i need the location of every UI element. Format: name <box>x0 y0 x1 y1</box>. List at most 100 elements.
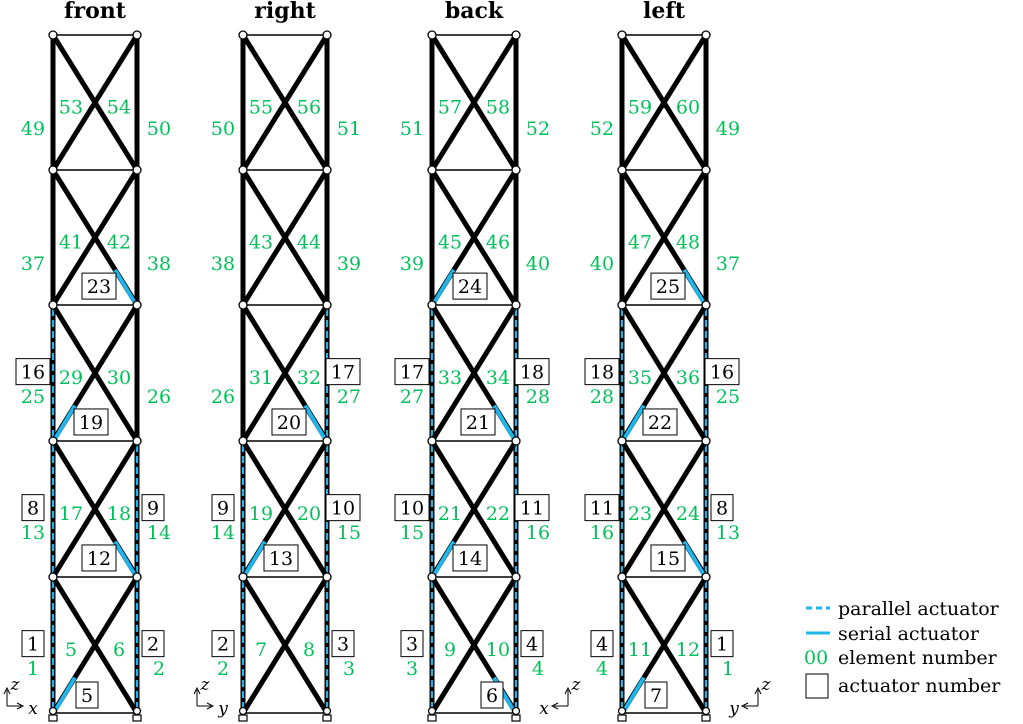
node <box>132 165 142 175</box>
node <box>427 436 437 446</box>
element-number: 59 <box>628 96 652 118</box>
actuator-number-box <box>394 494 430 522</box>
node <box>48 436 58 446</box>
element-number: 30 <box>107 367 131 389</box>
brace-up <box>240 303 330 443</box>
element-number: 40 <box>590 253 614 275</box>
axis-h-arrow <box>550 702 559 710</box>
element-number: 48 <box>676 231 700 253</box>
actuator-number-box <box>480 681 504 709</box>
legend: parallel actuator serial actuator 00 ele… <box>804 598 1001 699</box>
element-number: 7 <box>255 639 267 661</box>
element-number: 9 <box>444 639 456 661</box>
node <box>322 165 332 175</box>
brace-up <box>240 575 330 715</box>
actuator-number-box <box>21 494 45 522</box>
element-number: 21 <box>438 503 462 525</box>
element-number: 45 <box>438 231 462 253</box>
element-number: 8 <box>303 639 315 661</box>
element-number: 28 <box>526 386 550 408</box>
actuator-number-box <box>394 358 430 386</box>
element-number: 39 <box>337 253 361 275</box>
actuator-number: 2 <box>147 634 159 656</box>
element-number: 49 <box>716 118 740 140</box>
actuator-number-box <box>452 272 488 300</box>
axis-h-arrow <box>206 702 215 710</box>
element-number: 47 <box>628 231 652 253</box>
node <box>48 300 58 310</box>
actuator-number: 21 <box>466 412 490 434</box>
element-number: 58 <box>486 96 510 118</box>
actuator-number-box <box>644 681 668 709</box>
panel-title: right <box>254 0 316 24</box>
node <box>701 572 711 582</box>
element-number: 3 <box>406 658 418 680</box>
actuator-number-box <box>73 408 109 436</box>
axis-h-label: x <box>28 699 38 719</box>
element-number: 5 <box>65 639 77 661</box>
element-number: 14 <box>211 522 235 544</box>
node <box>322 572 332 582</box>
actuator-number-box <box>514 494 550 522</box>
brace-up <box>50 439 140 579</box>
element-number: 28 <box>590 386 614 408</box>
element-number: 2 <box>153 658 165 680</box>
element-number: 37 <box>21 253 45 275</box>
axis-z-arrow <box>564 686 572 695</box>
actuator-number: 12 <box>87 548 111 570</box>
axis-z-arrow <box>754 686 762 695</box>
actuator-number-box <box>650 272 686 300</box>
axis-h-label: y <box>728 699 739 719</box>
node <box>132 572 142 582</box>
serial-actuator <box>113 268 137 305</box>
element-number: 29 <box>59 367 83 389</box>
element-number: 10 <box>486 639 510 661</box>
node <box>322 300 332 310</box>
element-number: 33 <box>438 367 462 389</box>
actuator-number: 15 <box>656 548 680 570</box>
element-number: 51 <box>337 118 361 140</box>
brace-up <box>619 168 709 307</box>
support-base <box>322 714 332 722</box>
node <box>701 30 711 40</box>
element-number: 50 <box>211 118 235 140</box>
axis-z-label: z <box>200 675 211 695</box>
element-number: 38 <box>147 253 171 275</box>
serial-actuator <box>53 404 77 441</box>
actuator-number-box <box>81 272 117 300</box>
node <box>427 300 437 310</box>
element-number: 41 <box>59 231 83 253</box>
legend-parallel-label: parallel actuator <box>838 598 1000 620</box>
support-base <box>48 714 58 722</box>
element-number: 14 <box>147 522 171 544</box>
element-number: 50 <box>147 118 171 140</box>
element-number: 11 <box>628 639 652 661</box>
element-number: 38 <box>211 253 235 275</box>
element-number: 6 <box>113 639 125 661</box>
actuator-number-box <box>584 494 620 522</box>
support-node <box>238 706 248 716</box>
node <box>617 30 627 40</box>
node <box>701 436 711 446</box>
axis-z-label: z <box>571 675 582 695</box>
node <box>701 300 711 310</box>
actuator-number: 22 <box>648 412 672 434</box>
element-number: 56 <box>297 96 321 118</box>
serial-actuator <box>492 404 516 441</box>
panel-title: left <box>643 0 686 24</box>
node <box>238 300 248 310</box>
node <box>617 436 627 446</box>
actuator-number: 18 <box>520 362 544 384</box>
brace-up <box>619 33 709 172</box>
element-number: 26 <box>211 386 235 408</box>
